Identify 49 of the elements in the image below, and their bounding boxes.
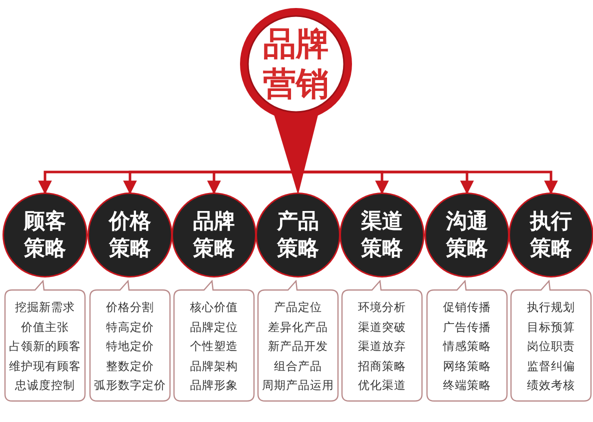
strategy-circle: 产品策略 (257, 194, 339, 276)
list-item: 终端策略 (443, 377, 491, 394)
list-item: 特高定价 (106, 318, 154, 336)
list-item: 优化渠道 (358, 377, 406, 394)
callout-box (173, 280, 255, 402)
callout-box (341, 280, 423, 402)
list-item: 网络策略 (443, 358, 491, 374)
strategy-circle: 顾客策略 (4, 194, 86, 276)
list-item: 忠诚度控制 (15, 377, 75, 394)
list-item: 价格分割 (106, 299, 154, 316)
list-item: 差异化产品 (268, 318, 328, 336)
list-item: 环境分析 (358, 299, 406, 316)
callout-box (89, 280, 171, 402)
list-item: 核心价值 (190, 299, 238, 316)
list-item: 弧形数字定价 (94, 377, 166, 394)
strategy-circle: 沟通策略 (426, 194, 508, 276)
list-item: 岗位职责 (527, 338, 575, 355)
list-item: 情感策略 (443, 338, 491, 355)
list-item: 目标预算 (527, 318, 575, 336)
list-item: 广告传播 (443, 318, 491, 336)
list-item: 招商策略 (358, 358, 406, 374)
list-item: 价值主张 (21, 318, 69, 336)
callout-box (510, 280, 592, 402)
list-item: 组合产品 (274, 358, 322, 374)
strategy-circle: 品牌策略 (173, 194, 255, 276)
list-item: 监督纠偏 (527, 358, 575, 374)
callout-box (4, 280, 86, 402)
list-item: 维护现有顾客 (9, 358, 81, 374)
list-item: 品牌架构 (190, 358, 238, 374)
list-item: 执行规划 (527, 299, 575, 316)
list-item: 产品定位 (274, 299, 322, 316)
list-item: 品牌形象 (190, 377, 238, 394)
list-item: 特地定价 (106, 338, 154, 355)
strategy-circle: 执行策略 (510, 194, 592, 276)
list-item: 渠道放弃 (358, 338, 406, 355)
list-item: 促销传播 (443, 299, 491, 316)
callout-box (426, 280, 508, 402)
list-item: 绩效考核 (527, 377, 575, 394)
list-item: 渠道突破 (358, 318, 406, 336)
list-item: 挖掘新需求 (15, 299, 75, 316)
strategy-circle: 价格策略 (89, 194, 171, 276)
callout-box (257, 280, 339, 402)
strategy-circle: 渠道策略 (341, 194, 423, 276)
list-item: 整数定价 (106, 358, 154, 374)
list-item: 周期产品运用 (262, 377, 334, 394)
list-item: 新产品开发 (268, 338, 328, 355)
list-item: 品牌定位 (190, 318, 238, 336)
list-item: 占领新的顾客 (9, 338, 81, 355)
list-item: 个性塑造 (190, 338, 238, 355)
